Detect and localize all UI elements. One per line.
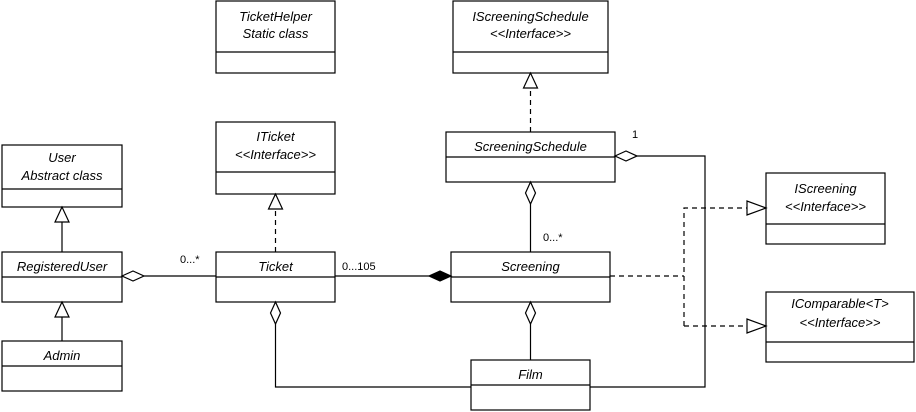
icomparable-stereotype: <<Interface>> — [800, 315, 881, 330]
realization-screening-interfaces — [610, 200, 768, 334]
class-iticket[interactable]: ITicket <<Interface>> — [215, 121, 336, 195]
class-ticket-helper[interactable]: TicketHelper Static class — [215, 0, 336, 74]
multiplicity-ticket-screening: 0...105 — [342, 261, 376, 273]
multiplicity-ticket-many: 0...* — [180, 254, 200, 266]
user-name: User — [48, 150, 76, 165]
aggregation-schedule-film: 1 — [590, 129, 706, 388]
generalization-admin — [54, 300, 70, 341]
realization-screening-schedule — [522, 71, 539, 132]
class-ticket[interactable]: Ticket — [215, 251, 336, 303]
multiplicity-screening-many: 0...* — [543, 232, 563, 244]
class-user[interactable]: User Abstract class — [1, 144, 123, 208]
class-icomparable[interactable]: IComparable<T> <<Interface>> — [765, 291, 915, 363]
aggregation-screening-film — [524, 300, 537, 360]
user-stereotype: Abstract class — [21, 168, 103, 183]
ticket-helper-name: TicketHelper — [239, 9, 313, 24]
iscreening-stereotype: <<Interface>> — [785, 199, 866, 214]
class-iscreening[interactable]: IScreening <<Interface>> — [765, 172, 886, 245]
realization-ticket — [267, 192, 284, 252]
ticket-name: Ticket — [258, 259, 294, 274]
screening-schedule-name: ScreeningSchedule — [474, 139, 587, 154]
multiplicity-schedule-one: 1 — [632, 129, 638, 141]
film-name: Film — [518, 367, 543, 382]
class-film[interactable]: Film — [470, 359, 591, 411]
class-screening-schedule[interactable]: ScreeningSchedule — [445, 131, 616, 183]
iscreening-schedule-name: IScreeningSchedule — [472, 9, 588, 24]
aggregation-user-ticket: 0...* — [120, 254, 216, 282]
iscreening-name: IScreening — [794, 181, 857, 196]
generalization-registered-user — [54, 205, 70, 252]
iticket-name: ITicket — [256, 129, 296, 144]
ticket-helper-stereotype: Static class — [243, 26, 309, 41]
screening-name: Screening — [501, 259, 560, 274]
aggregation-schedule-screening: 0...* — [524, 180, 563, 252]
aggregation-ticket-film — [269, 300, 471, 388]
class-iscreening-schedule[interactable]: IScreeningSchedule <<Interface>> — [452, 0, 609, 74]
iticket-stereotype: <<Interface>> — [235, 147, 316, 162]
class-admin[interactable]: Admin — [1, 340, 123, 392]
registered-user-name: RegisteredUser — [17, 259, 108, 274]
class-registered-user[interactable]: RegisteredUser — [1, 251, 123, 303]
admin-name: Admin — [43, 348, 81, 363]
iscreening-schedule-stereotype: <<Interface>> — [490, 26, 571, 41]
composition-screening-ticket: 0...105 — [335, 261, 453, 282]
class-screening[interactable]: Screening — [450, 251, 611, 303]
icomparable-name: IComparable<T> — [791, 296, 889, 311]
